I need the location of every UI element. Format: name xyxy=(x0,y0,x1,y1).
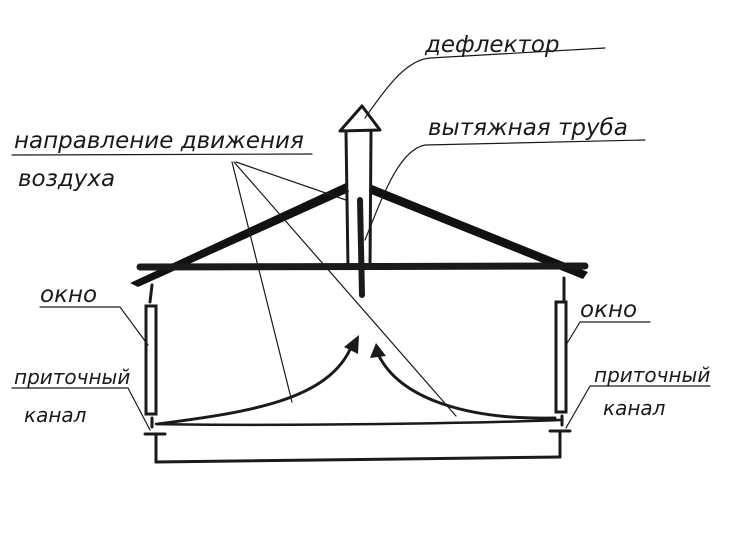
label-window-right: окно xyxy=(580,297,637,323)
airflow-arrow-left xyxy=(156,343,354,426)
label-exhaust-pipe: вытяжная труба xyxy=(428,115,628,141)
leader-air-direction-2 xyxy=(233,161,457,417)
leader-air-direction-1 xyxy=(231,161,293,403)
label-air-direction-line2: воздуха xyxy=(18,166,115,192)
label-deflector: дефлектор xyxy=(424,32,560,58)
leader-window-left xyxy=(39,306,149,346)
floor-line xyxy=(154,418,562,427)
left-wall xyxy=(148,283,154,304)
label-inlet-right-line2: канал xyxy=(603,396,666,420)
label-air-direction-line1: направление движения xyxy=(14,128,304,154)
label-window-left: окно xyxy=(40,282,97,308)
leader-inlet-left xyxy=(11,387,151,431)
deflector-cap xyxy=(338,104,382,133)
airflow-arrow-right xyxy=(376,352,557,420)
leader-inlet-right xyxy=(565,385,711,429)
leader-window-right xyxy=(565,321,651,346)
leader-deflector xyxy=(364,47,606,119)
roof-left-slope xyxy=(130,183,349,287)
leader-exhaust-pipe xyxy=(364,139,646,241)
exhaust-pipe-shape xyxy=(344,130,373,298)
label-inlet-left-line1: приточный xyxy=(14,365,130,389)
airflow-arrowhead-right xyxy=(370,343,386,358)
leader-air-direction-3 xyxy=(235,161,347,201)
window-right-shape xyxy=(554,300,568,414)
label-inlet-right-line1: приточный xyxy=(594,363,710,387)
leader-air-direction-underline xyxy=(11,153,313,156)
inlet-channel-left xyxy=(143,432,167,464)
label-inlet-left-line2: канал xyxy=(24,403,87,427)
window-left-shape xyxy=(144,304,158,416)
inlet-channel-right xyxy=(548,429,572,459)
airflow-arrowhead-left xyxy=(344,335,359,354)
underground-duct xyxy=(154,455,562,464)
roof-right-slope xyxy=(371,185,588,279)
